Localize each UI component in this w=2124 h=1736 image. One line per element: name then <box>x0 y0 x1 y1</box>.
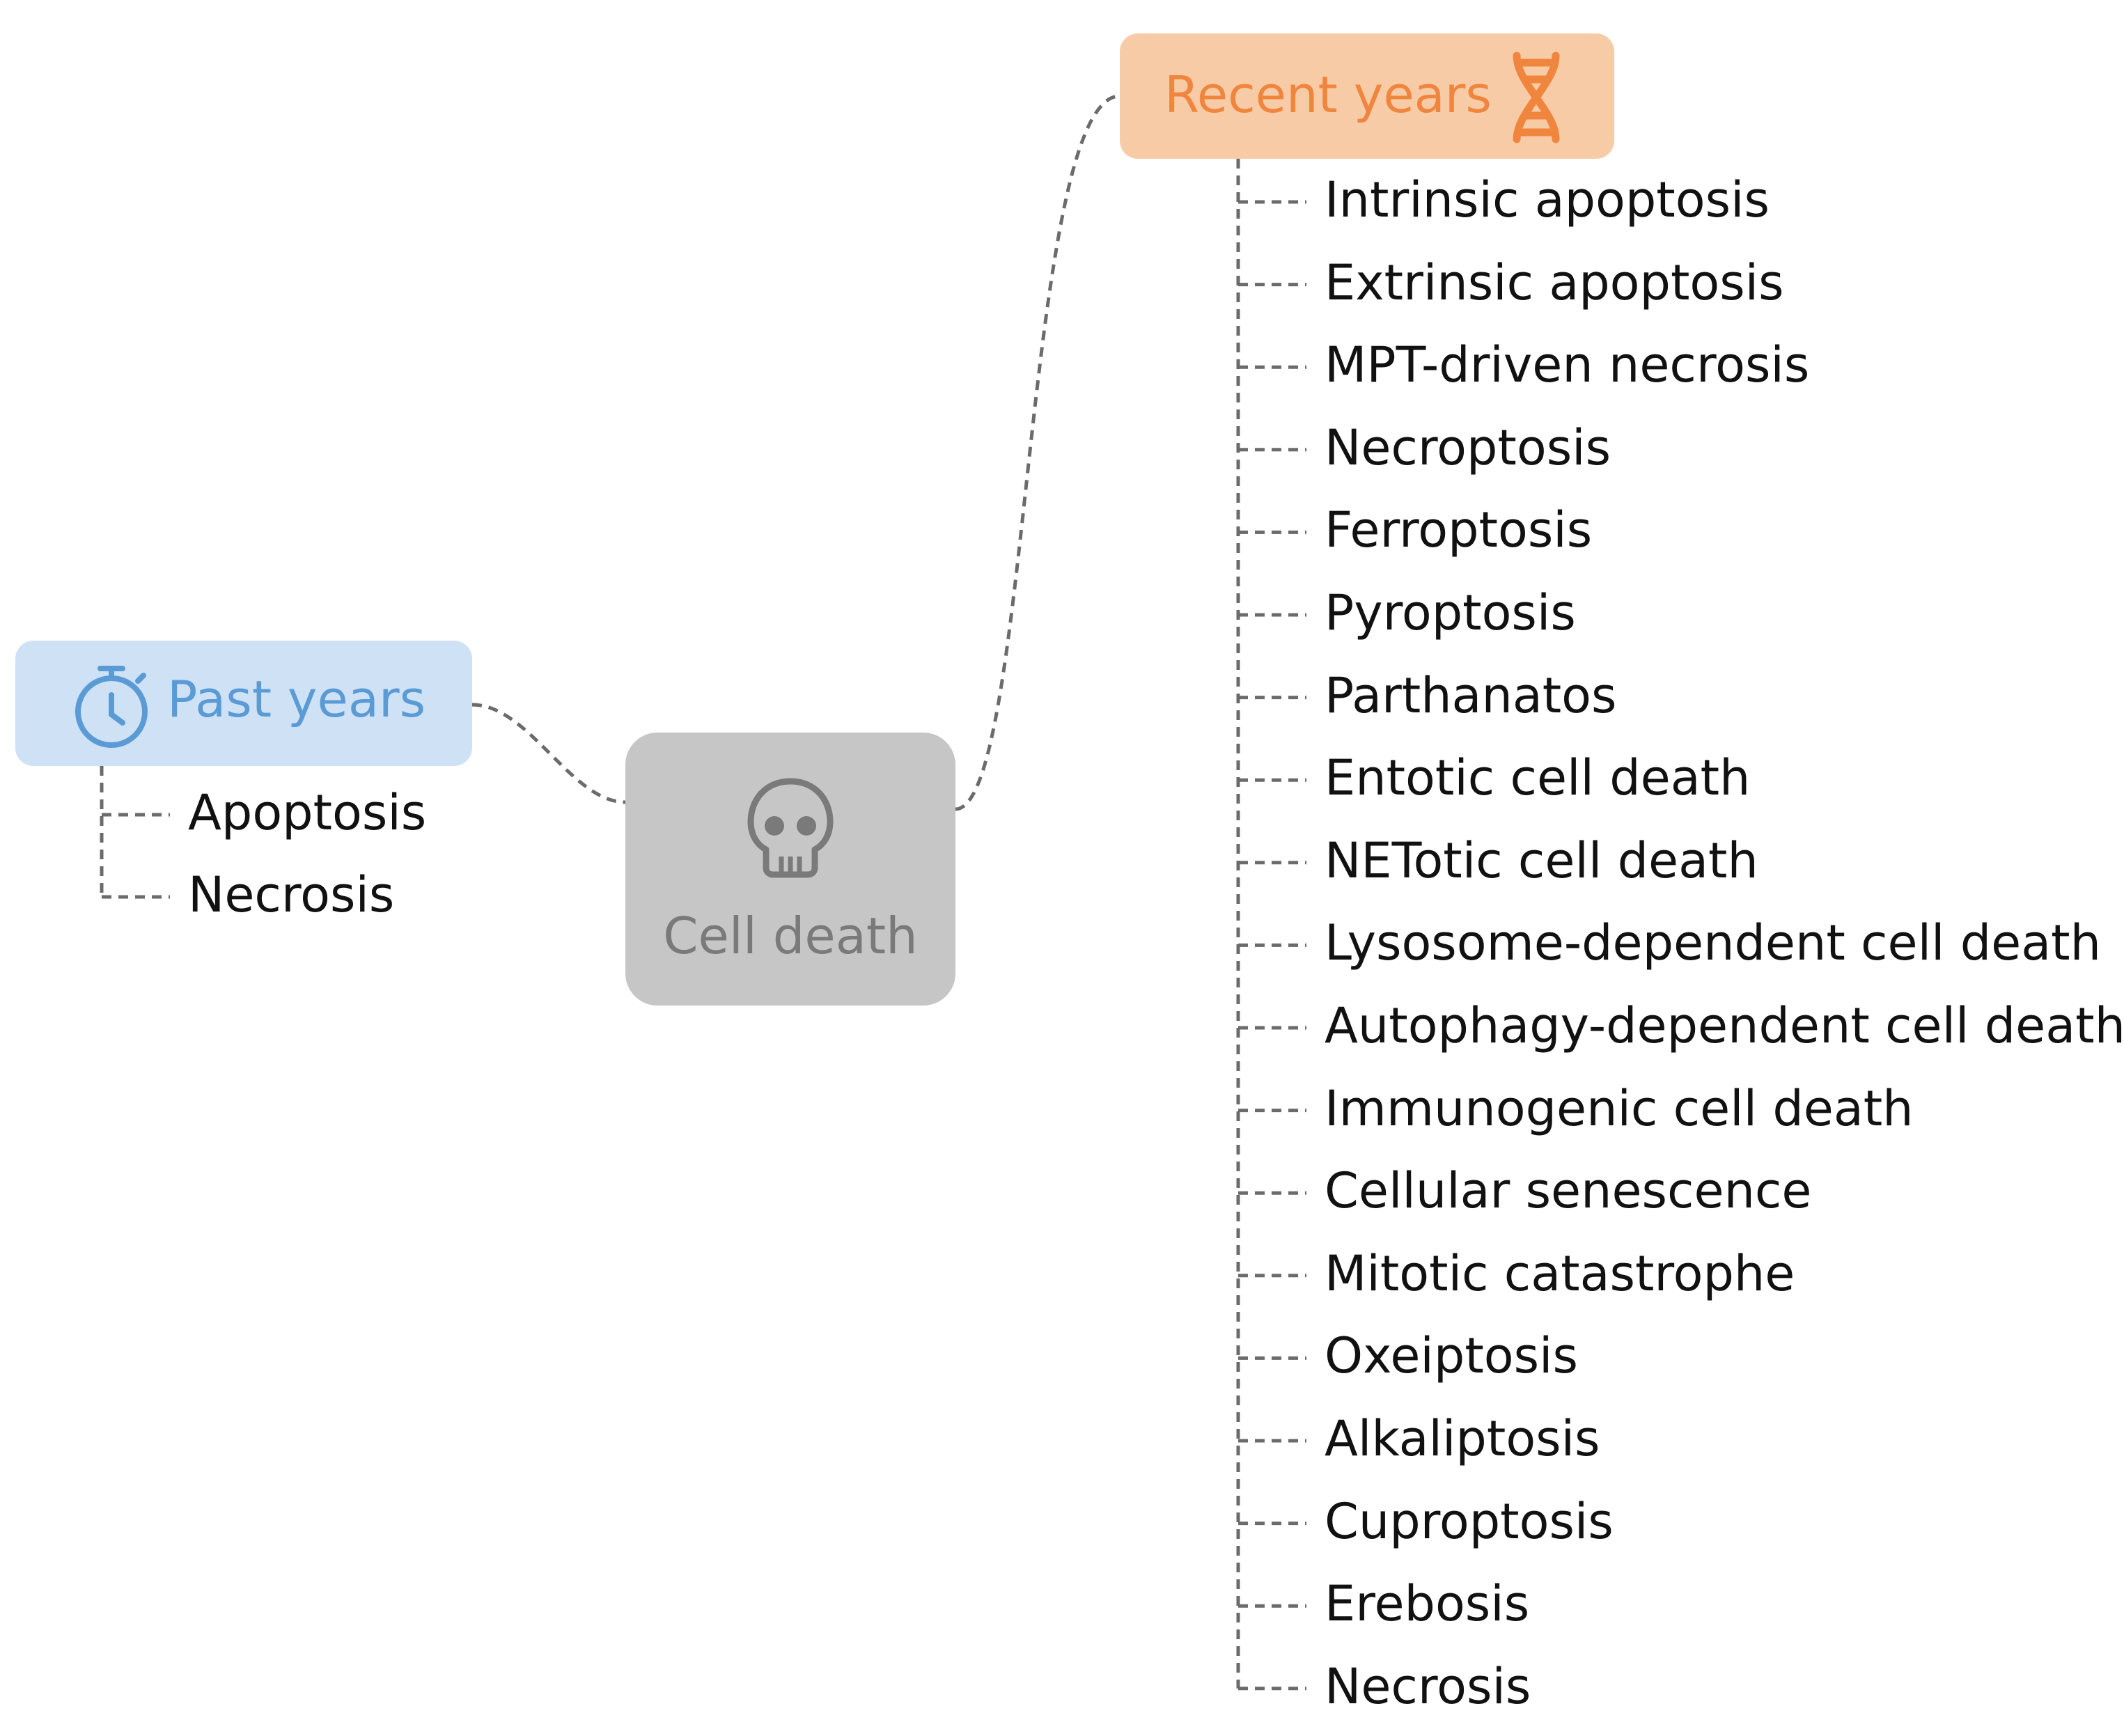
recent-item: Intrinsic apoptosis <box>1325 171 1770 228</box>
recent-years-node: Recent years <box>1120 33 1614 159</box>
recent-item: Autophagy-dependent cell death <box>1325 997 2124 1054</box>
center-to-recent-link <box>955 94 1120 811</box>
recent-item: Necroptosis <box>1325 419 1611 476</box>
past-years-node: Past years <box>15 641 472 766</box>
past-item: Necrosis <box>188 866 395 923</box>
recent-item: Mitotic catastrophe <box>1325 1244 1795 1302</box>
recent-item: Parthanatos <box>1325 666 1617 724</box>
recent-item: Ferroptosis <box>1325 501 1593 559</box>
recent-item: Entotic cell death <box>1325 749 1751 807</box>
recent-years-label: Recent years <box>1164 65 1492 124</box>
recent-item: Cellular senescence <box>1325 1162 1812 1220</box>
cell-death-node: Cell death <box>625 733 955 1006</box>
recent-item: Extrinsic apoptosis <box>1325 253 1784 311</box>
skull-icon <box>747 778 834 878</box>
recent-item: Pyroptosis <box>1325 584 1576 641</box>
past-years-label: Past years <box>167 670 426 728</box>
dna-icon <box>1513 52 1560 143</box>
recent-item: Oxeiptosis <box>1325 1327 1578 1385</box>
stopwatch-icon <box>75 666 148 748</box>
recent-item: Necrosis <box>1325 1657 1531 1715</box>
recent-item: Lysosome-dependent cell death <box>1325 914 2101 972</box>
recent-item: Alkaliptosis <box>1325 1410 1600 1467</box>
past-item: Apoptosis <box>188 784 427 841</box>
recent-item: Erebosis <box>1325 1575 1530 1633</box>
recent-item: Immunogenic cell death <box>1325 1079 1914 1137</box>
recent-item: MPT-driven necrosis <box>1325 336 1810 394</box>
recent-item: NETotic cell death <box>1325 831 1758 889</box>
recent-item: Cuproptosis <box>1325 1492 1614 1550</box>
past-to-center-link <box>471 703 626 804</box>
cell-death-label: Cell death <box>663 907 918 965</box>
